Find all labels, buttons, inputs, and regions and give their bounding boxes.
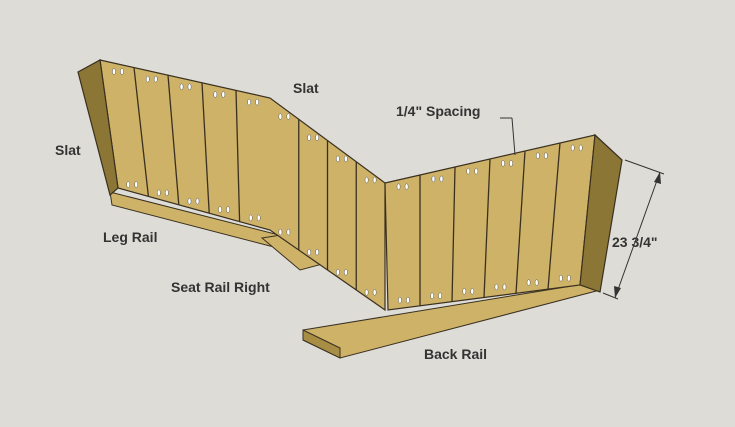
height-dimension-line — [614, 171, 661, 299]
screw-hole — [256, 214, 261, 222]
screw-hole — [534, 279, 539, 286]
label-slat-top: Slat — [293, 80, 319, 96]
screw-hole — [226, 206, 230, 213]
right-slat-gap — [483, 158, 491, 298]
screw-hole — [430, 292, 434, 300]
screw-hole — [336, 155, 340, 163]
spacing-arrow — [511, 117, 516, 156]
screw-hole — [372, 176, 377, 184]
screw-hole — [286, 113, 291, 120]
right-slat-gap — [547, 142, 561, 290]
screw-hole — [126, 181, 131, 188]
screw-hole — [307, 134, 311, 141]
screw-hole — [153, 75, 158, 83]
screw-hole — [544, 152, 548, 159]
right-slat-gap — [451, 166, 456, 302]
screw-hole — [502, 283, 507, 291]
screw-hole — [364, 176, 369, 184]
screw-hole — [187, 83, 192, 91]
screw-hole — [164, 189, 169, 197]
back-rail-edge — [302, 329, 341, 359]
left-slat-gap — [201, 82, 210, 214]
left-end-piece — [77, 59, 119, 197]
screw-hole — [558, 274, 563, 282]
screw-hole — [578, 144, 583, 152]
screw-hole — [439, 175, 444, 183]
screw-hole — [396, 183, 401, 190]
screw-hole — [438, 292, 442, 300]
extension-line-top — [624, 159, 665, 175]
screw-hole — [315, 134, 319, 141]
screw-hole — [187, 197, 192, 205]
left-slat-gap — [133, 67, 150, 197]
screw-hole — [398, 296, 402, 304]
right-slat-gap — [515, 150, 526, 294]
label-height: 23 3/4" — [612, 234, 658, 250]
screw-hole — [570, 144, 575, 152]
screw-hole — [213, 91, 218, 98]
screw-hole — [179, 83, 184, 91]
screw-hole — [431, 175, 436, 183]
screw-hole — [466, 167, 471, 175]
screw-hole — [307, 248, 311, 256]
screw-hole — [404, 183, 409, 190]
screw-hole — [406, 296, 410, 304]
screw-hole — [462, 288, 467, 295]
screw-hole — [470, 288, 475, 295]
screw-hole — [248, 214, 253, 222]
height-arrow-bottom — [614, 286, 621, 298]
screw-hole — [278, 228, 283, 236]
left-slat-gap — [235, 90, 241, 222]
label-spacing: 1/4" Spacing — [396, 103, 481, 119]
label-back-rail: Back Rail — [424, 346, 488, 362]
screw-hole — [247, 98, 251, 106]
screw-hole — [145, 75, 150, 83]
label-leg-rail: Leg Rail — [103, 229, 158, 245]
label-seat-rail-right: Seat Rail Right — [171, 279, 270, 295]
screw-hole — [255, 98, 259, 106]
screw-hole — [195, 197, 200, 205]
left-slat-gap — [167, 75, 180, 205]
screw-hole — [221, 91, 226, 98]
screw-hole — [315, 248, 319, 256]
screw-hole — [494, 283, 499, 291]
screw-hole — [336, 269, 340, 276]
screw-hole — [112, 68, 116, 75]
left-slat-wall — [99, 59, 386, 312]
extension-line-bottom — [602, 292, 619, 300]
screw-hole — [278, 113, 283, 120]
screw-hole — [218, 206, 222, 213]
screw-hole — [120, 68, 124, 75]
screw-hole — [286, 228, 291, 236]
screw-hole — [344, 155, 348, 163]
height-arrow-top — [654, 172, 661, 184]
screw-hole — [364, 289, 369, 296]
screw-hole — [344, 269, 348, 276]
screw-hole — [474, 167, 479, 175]
screw-hole — [156, 189, 161, 197]
screw-hole — [509, 160, 513, 167]
screw-hole — [526, 279, 531, 286]
screw-hole — [566, 274, 571, 282]
screw-hole — [134, 181, 139, 188]
screw-hole — [501, 160, 505, 167]
right-end-piece — [579, 133, 623, 293]
screw-hole — [372, 289, 377, 296]
label-slat-left: Slat — [55, 142, 81, 158]
screw-hole — [536, 152, 540, 159]
